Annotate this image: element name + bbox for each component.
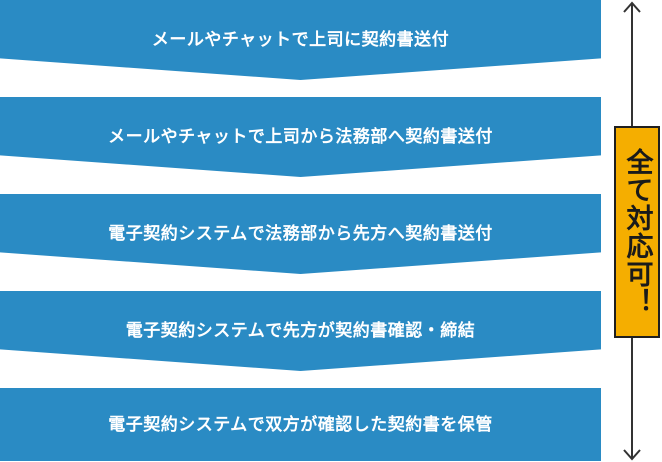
- step-4-arrow: 電子契約システムで先方が契約書確認・締結: [0, 291, 601, 371]
- step-2-arrow: メールやチャットで上司から法務部へ契約書送付: [0, 97, 601, 177]
- range-arrow-top-head: [623, 1, 641, 13]
- step-3-label: 電子契約システムで法務部から先方へ契約書送付: [108, 223, 493, 244]
- step-5-label: 電子契約システムで双方が確認した契約書を保管: [108, 415, 493, 435]
- step-5-box: 電子契約システムで双方が確認した契約書を保管: [0, 388, 601, 461]
- step-1-arrow: メールやチャットで上司に契約書送付: [0, 0, 601, 80]
- all-supported-label: 全て対応可！: [621, 148, 653, 316]
- all-supported-badge: 全て対応可！: [614, 126, 660, 338]
- workflow-diagram: メールやチャットで上司に契約書送付 メールやチャットで上司から法務部へ契約書送付…: [0, 0, 601, 461]
- step-4-label: 電子契約システムで先方が契約書確認・締結: [125, 320, 476, 341]
- step-2-label: メールやチャットで上司から法務部へ契約書送付: [108, 126, 493, 147]
- range-arrow-bottom-head: [623, 449, 641, 461]
- step-3-arrow: 電子契約システムで法務部から先方へ契約書送付: [0, 194, 601, 274]
- step-1-label: メールやチャットで上司に契約書送付: [151, 29, 450, 50]
